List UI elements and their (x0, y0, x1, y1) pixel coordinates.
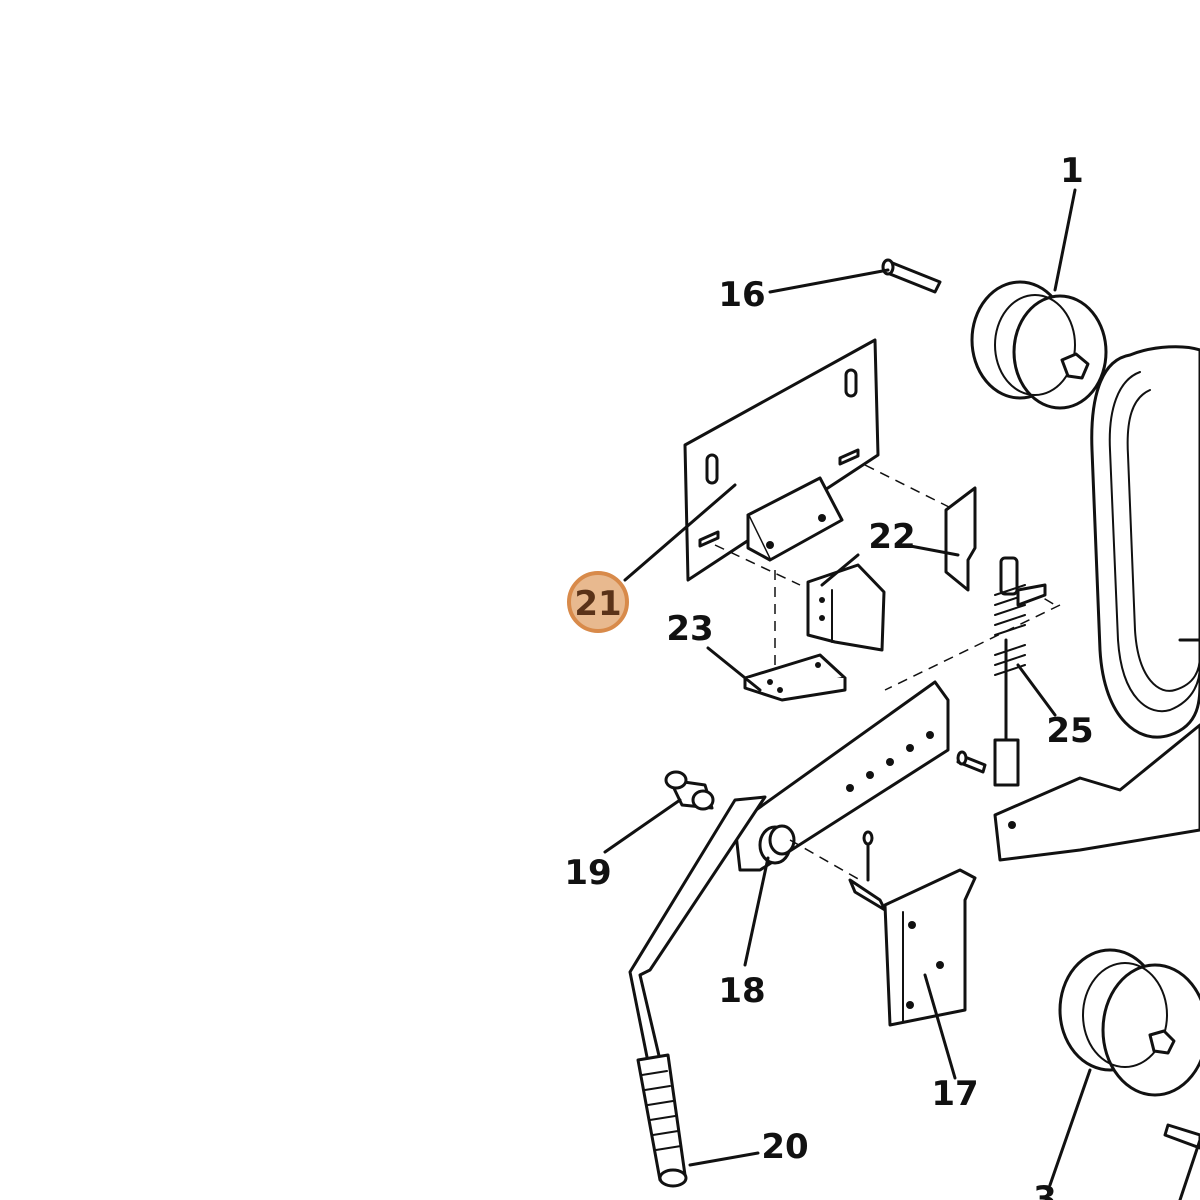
callout-1[interactable]: 1 (1060, 151, 1084, 191)
callout-3[interactable]: 3 (1033, 1179, 1057, 1200)
callout-21[interactable]: 21 (574, 584, 621, 624)
frame-bar (993, 723, 1200, 862)
angle-bracket (746, 476, 844, 562)
spacer-18 (758, 824, 861, 881)
callout-16[interactable]: 16 (718, 275, 765, 315)
callout-25[interactable]: 25 (1046, 711, 1093, 751)
callout-19[interactable]: 19 (564, 853, 611, 893)
bushing-19 (664, 770, 715, 811)
mounting-plate (683, 338, 880, 582)
lever-20 (628, 795, 767, 1188)
pin-16 (881, 258, 942, 294)
leader-lines (603, 188, 1200, 1200)
base-plate-23 (743, 653, 847, 702)
pulley-top (970, 280, 1108, 410)
callout-22[interactable]: 22 (868, 517, 915, 557)
adjustment-arm (733, 680, 950, 872)
highlight-circle-21 (567, 571, 629, 633)
drive-belt (1090, 345, 1200, 739)
callout-20[interactable]: 20 (761, 1127, 808, 1167)
spring-rod-25 (993, 556, 1047, 787)
callout-17[interactable]: 17 (931, 1074, 978, 1114)
small-pin (956, 750, 987, 774)
callout-18[interactable]: 18 (718, 971, 765, 1011)
bracket-22 (806, 486, 977, 652)
callout-23[interactable]: 23 (666, 609, 713, 649)
bracket-17 (848, 830, 977, 1027)
callout-labels: 1 16 21 22 23 25 19 18 17 20 3 (564, 151, 1093, 1200)
pulley-bottom (1058, 948, 1200, 1150)
